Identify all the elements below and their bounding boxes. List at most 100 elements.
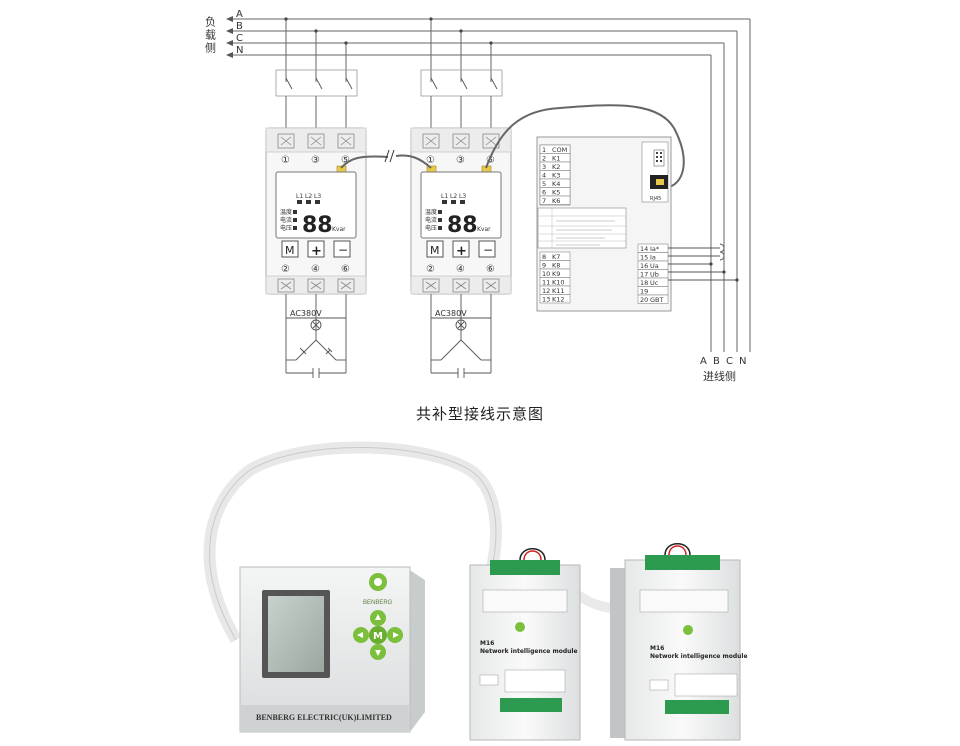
output-terminal-label: K6 bbox=[552, 197, 560, 205]
output-terminal-number: 12 bbox=[542, 287, 550, 295]
seven-seg-display: 88 bbox=[447, 213, 478, 238]
output-terminal-label: K5 bbox=[552, 189, 560, 197]
output-terminal-number: 9 bbox=[542, 262, 546, 270]
terminal-top-1: ① bbox=[281, 155, 290, 166]
input-terminal-number: 19 bbox=[640, 288, 648, 296]
terminal-bottom-2: ② bbox=[426, 264, 435, 275]
phase-label-n: N bbox=[236, 45, 243, 56]
terminal-top-3: ③ bbox=[311, 155, 320, 166]
phase-label-c: C bbox=[236, 33, 243, 44]
terminal-top-1: ① bbox=[426, 155, 435, 166]
terminal-bottom-6: ⑥ bbox=[341, 264, 350, 275]
phase-l2: L2 bbox=[450, 193, 457, 200]
output-terminal-label: K9 bbox=[552, 270, 560, 278]
input-terminal-number: 20 bbox=[640, 296, 648, 304]
phase-l1: L1 bbox=[441, 193, 448, 200]
module-buttons: M + − bbox=[426, 240, 496, 259]
input-terminal-label: Ub bbox=[650, 271, 659, 279]
output-terminal-cell bbox=[539, 195, 571, 205]
breaker-1 bbox=[275, 69, 358, 97]
source-side-label: 进线侧 bbox=[703, 369, 736, 383]
input-terminal-number: 16 bbox=[640, 262, 648, 270]
input-terminal-number: 14 bbox=[640, 245, 648, 253]
output-terminal-label: K10 bbox=[552, 279, 565, 287]
row-current: 电流 bbox=[280, 216, 292, 224]
m-button-label: M bbox=[285, 244, 295, 257]
output-terminal-number: 10 bbox=[542, 270, 550, 278]
source-phase-c: C bbox=[726, 356, 733, 367]
source-phase-n: N bbox=[739, 356, 746, 367]
phase-label-b: B bbox=[236, 21, 243, 32]
output-terminal-label: K2 bbox=[552, 163, 560, 171]
input-terminal-label: Uc bbox=[650, 279, 659, 287]
output-terminal-label: K4 bbox=[552, 180, 560, 188]
output-terminal-label: K11 bbox=[552, 287, 565, 295]
output-terminal-number: 8 bbox=[542, 253, 546, 261]
minus-button[interactable] bbox=[478, 240, 496, 258]
module-1: ① ③ ⑤ L1 L2 L3 温度 电流 电压 Kvar 88 M + − bbox=[265, 17, 367, 378]
rj45-label: RJ45 bbox=[650, 196, 661, 202]
seven-seg-display: 88 bbox=[302, 213, 333, 238]
phase-l3: L3 bbox=[314, 193, 321, 200]
diagram-caption: 共补型接线示意图 bbox=[415, 405, 544, 423]
unit-label: Kvar bbox=[477, 226, 491, 233]
capacitor-label: AC380V bbox=[435, 309, 467, 318]
comm-cables bbox=[340, 104, 685, 189]
input-terminal-number: 18 bbox=[640, 279, 648, 287]
plus-button-label: + bbox=[456, 244, 467, 259]
load-side-label: 负载侧 bbox=[204, 15, 217, 55]
terminal-bottom-4: ④ bbox=[311, 264, 320, 275]
row-current: 电流 bbox=[425, 216, 437, 224]
phase-l1: L1 bbox=[296, 193, 303, 200]
output-terminal-cell bbox=[539, 294, 571, 304]
output-terminal-number: 2 bbox=[542, 155, 546, 163]
input-terminal-number: 15 bbox=[640, 254, 648, 262]
unit-label: Kvar bbox=[332, 226, 346, 233]
module-buttons: M + − bbox=[281, 240, 351, 259]
plus-button[interactable] bbox=[452, 240, 470, 258]
terminal-top-3: ③ bbox=[456, 155, 465, 166]
m-button-label: M bbox=[430, 244, 440, 257]
output-terminal-number: 3 bbox=[542, 163, 546, 171]
bus-arrows bbox=[226, 16, 233, 58]
row-temp: 温度 bbox=[280, 208, 292, 216]
output-terminal-number: 1 bbox=[542, 146, 546, 154]
minus-button[interactable] bbox=[333, 240, 351, 258]
output-terminal-number: 13 bbox=[542, 296, 550, 304]
output-terminal-number: 11 bbox=[542, 279, 550, 287]
output-terminal-number: 5 bbox=[542, 180, 546, 188]
plus-button[interactable] bbox=[307, 240, 325, 258]
input-terminal-label: Ua bbox=[650, 262, 659, 270]
row-voltage: 电压 bbox=[280, 224, 292, 232]
row-temp: 温度 bbox=[425, 208, 437, 216]
plus-button-label: + bbox=[311, 244, 322, 259]
output-terminal-number: 6 bbox=[542, 189, 546, 197]
source-phase-b: B bbox=[713, 356, 720, 367]
terminal-bottom-6: ⑥ bbox=[486, 264, 495, 275]
output-terminal-label: COM bbox=[552, 146, 567, 154]
row-voltage: 电压 bbox=[425, 224, 437, 232]
output-terminal-label: K8 bbox=[552, 262, 560, 270]
breaker-2 bbox=[420, 69, 503, 97]
m-button[interactable] bbox=[281, 240, 299, 258]
minus-button-label: − bbox=[483, 243, 493, 257]
output-terminal-label: K12 bbox=[552, 296, 565, 304]
input-terminal-label: GBT bbox=[650, 296, 663, 304]
terminal-top-5: ⑤ bbox=[341, 155, 350, 166]
capacitor-label: AC380V bbox=[290, 309, 322, 318]
input-terminal-number: 17 bbox=[640, 271, 648, 279]
output-terminal-label: K7 bbox=[552, 253, 560, 261]
module-2: ① ③ ⑤ L1 L2 L3 温度 电流 电压 Kvar 88 M + − ② bbox=[410, 17, 512, 378]
phase-label-a: A bbox=[236, 9, 243, 20]
output-terminal-label: K1 bbox=[552, 155, 560, 163]
minus-button-label: − bbox=[338, 243, 348, 257]
m-button[interactable] bbox=[426, 240, 444, 258]
input-terminal-label: Ia* bbox=[650, 245, 660, 253]
phase-l3: L3 bbox=[459, 193, 466, 200]
source-phase-a: A bbox=[700, 356, 707, 367]
output-terminal-number: 4 bbox=[542, 172, 546, 180]
output-terminal-label: K3 bbox=[552, 172, 560, 180]
input-terminal-label: Ia bbox=[650, 254, 656, 262]
